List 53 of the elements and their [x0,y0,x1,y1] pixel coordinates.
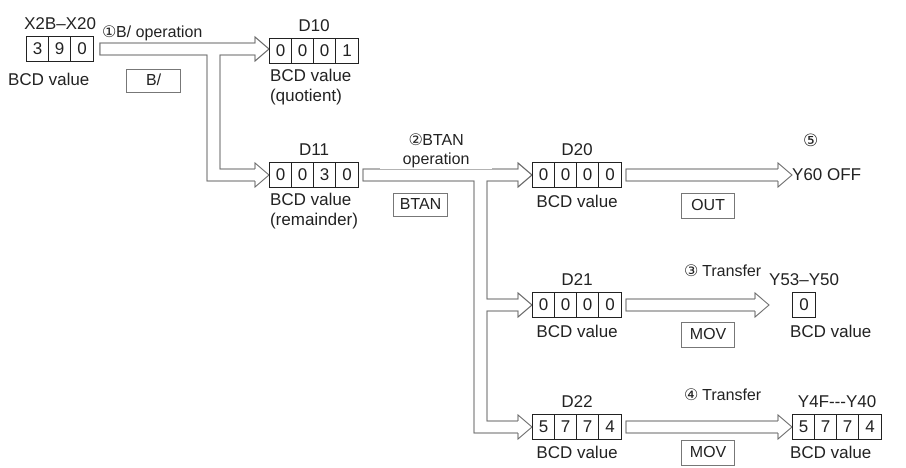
value-caption: BCD value [535,322,619,342]
digit-cell: 0 [555,293,577,317]
digit-cell: 3 [314,163,336,187]
digit-cell: 7 [577,415,599,439]
digit-cell: 7 [555,415,577,439]
register-label: D10 [298,16,330,36]
register-label: D11 [299,140,329,160]
digit-cell: 0 [533,293,555,317]
value-caption: BCD value [535,192,619,212]
register-label: D22 [561,392,593,412]
digit-cell-text: 0 [798,294,810,316]
digit-cell-text: 0 [76,38,88,60]
instruction-box: OUT [681,193,735,219]
value-caption: BCD value [535,443,619,463]
output-label: Y60 OFF [792,162,861,188]
instruction-box: B/ [126,69,181,93]
digit-cell: 0 [577,163,599,187]
value-caption: BCD value (quotient) [270,66,352,106]
instruction-box: MOV [681,322,735,348]
value-caption: BCD value [8,70,90,90]
instruction-box: BTAN [393,193,448,217]
digit-cell-text: 4 [864,416,876,438]
edge-label: ①B/ operation [102,23,202,42]
register-label: X2B–X20 [24,14,96,34]
digit-cell-text: 1 [341,40,353,62]
digit-cell: 7 [815,415,837,439]
digit-cell-text: 0 [341,164,353,186]
digit-cell: 0 [292,163,314,187]
digit-cell: 9 [49,37,71,61]
digit-cell: 5 [533,415,555,439]
digit-cell: 0 [314,39,336,63]
digit-cell: 0 [533,163,555,187]
digit-cell: 5 [793,415,815,439]
value-caption: BCD value [790,443,872,463]
value-caption: ⑤ [803,131,819,151]
digit-cell: 0 [292,39,314,63]
instruction-box: MOV [681,440,735,466]
register-label: D20 [561,140,593,160]
register-label: D21 [561,270,593,290]
value-caption: BCD value [790,322,872,342]
edge-label: ②BTAN operation [380,131,492,169]
digit-cell: 0 [577,293,599,317]
digit-cell: 0 [270,163,292,187]
register-label: Y53–Y50 [769,270,839,290]
value-caption: BCD value (remainder) [270,190,359,230]
digit-cell: 3 [27,37,49,61]
digit-cell: 7 [837,415,859,439]
digit-cell: 0 [270,39,292,63]
digit-cell-text: 0 [604,164,616,186]
digit-cell-text: 4 [604,416,616,438]
digit-cell: 0 [555,163,577,187]
register-label: Y4F---Y40 [798,392,876,412]
digit-cell-text: 0 [604,294,616,316]
